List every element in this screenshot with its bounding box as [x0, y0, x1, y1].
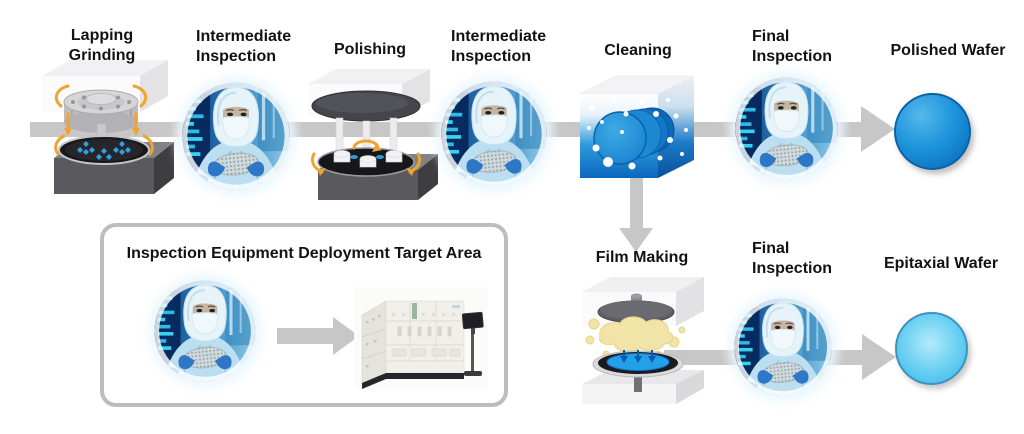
label-line: Grinding [68, 47, 136, 64]
inspector-photo-final-1 [735, 77, 838, 180]
polishing-machine-icon [298, 64, 438, 200]
cleaning-tank-icon [572, 70, 702, 192]
label-line: Polished Wafer [890, 42, 1006, 59]
step-label-polishing: Polishing [320, 40, 420, 60]
step-label-intermediate-inspection-2: Intermediate Inspection [451, 27, 571, 67]
lapping-grinding-machine-icon [28, 54, 178, 194]
flow-arrow-top-head-icon [861, 106, 895, 152]
film-making-machine-icon [570, 270, 710, 406]
inspector-photo-legend [154, 280, 256, 382]
label-line: Epitaxial Wafer [883, 255, 999, 272]
step-label-lapping-grinding: Lapping Grinding [42, 26, 162, 66]
flow-arrow-bottom-head-icon [862, 334, 896, 380]
label-line: Inspection [451, 48, 532, 65]
inspector-photo-intermediate-2 [441, 81, 547, 187]
legend-title: Inspection Equipment Deployment Target A… [126, 245, 482, 262]
label-line: Cleaning [604, 42, 672, 59]
inspection-equipment-icon [354, 287, 488, 389]
inspector-photo-final-2 [734, 298, 832, 396]
label-line: Film Making [595, 249, 689, 266]
down-arrow-shaft [630, 175, 643, 230]
legend-arrow-shaft [277, 328, 334, 344]
polished-wafer-icon [894, 93, 971, 170]
inspector-photo-intermediate-1 [182, 82, 290, 190]
epitaxial-wafer-icon [895, 312, 968, 385]
label-line: Final [752, 28, 790, 45]
down-arrow-head-icon [619, 228, 653, 252]
step-label-cleaning: Cleaning [588, 41, 688, 61]
step-label-film-making: Film Making [582, 248, 702, 268]
label-line: Inspection [196, 48, 277, 65]
step-label-final-inspection-2: Final Inspection [752, 239, 852, 279]
step-label-intermediate-inspection-1: Intermediate Inspection [196, 27, 316, 67]
label-line: Intermediate [196, 28, 292, 45]
step-label-polished-wafer: Polished Wafer [868, 41, 1024, 61]
label-line: Intermediate [451, 28, 547, 45]
label-line: Lapping [70, 27, 134, 44]
label-line: Inspection [752, 260, 833, 277]
label-line: Inspection [752, 48, 833, 65]
step-label-final-inspection-1: Final Inspection [752, 27, 852, 67]
step-label-epitaxial-wafer: Epitaxial Wafer [861, 254, 1021, 274]
label-line: Polishing [334, 41, 406, 58]
label-line: Final [752, 240, 790, 257]
